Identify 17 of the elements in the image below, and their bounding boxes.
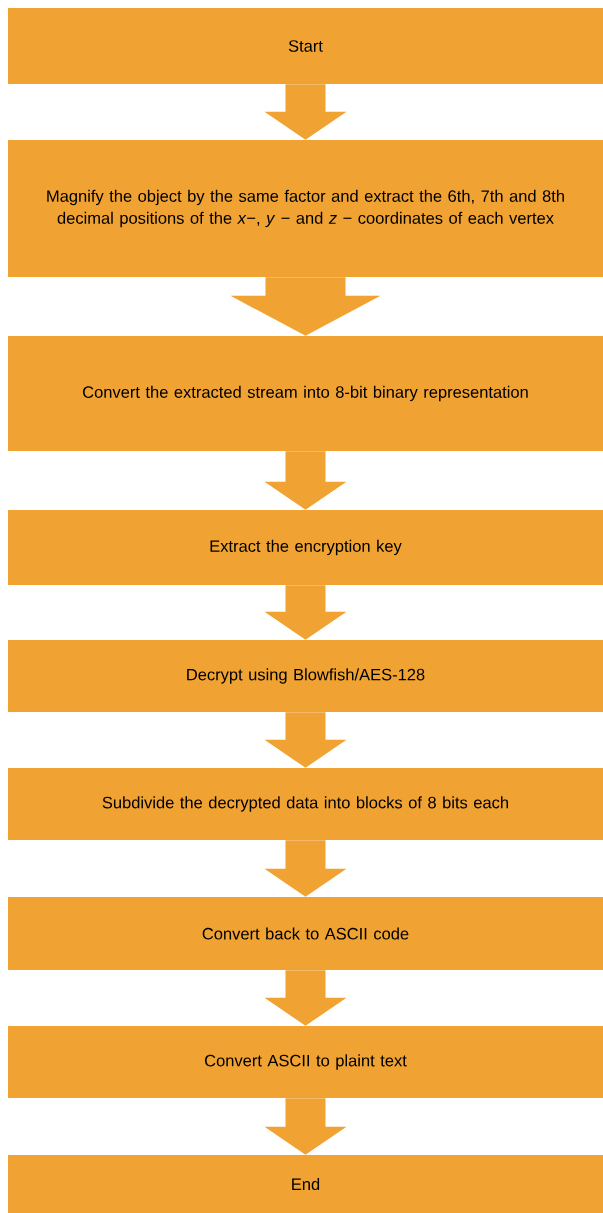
arrow [264, 84, 347, 140]
process-box: Subdivide the decrypted data into blocks of 8 bits each [8, 768, 603, 840]
process-box: Convert back to ASCII code [8, 897, 603, 970]
process-box: Start [8, 8, 603, 84]
arrow [264, 1098, 347, 1155]
process-box: Magnify the object by the same factor and extract the 6th, 7th and 8th decimal positions of the x−, y − and z − coordinates of each vertex [8, 140, 603, 277]
arrow [264, 451, 347, 510]
process-box: Convert the extracted stream into 8-bit binary representation [8, 336, 603, 451]
arrow [264, 712, 347, 768]
arrow [264, 840, 347, 897]
arrow [264, 585, 347, 640]
process-box: End [8, 1155, 603, 1213]
arrow [264, 970, 347, 1026]
process-box: Convert ASCII to plaint text [8, 1026, 603, 1098]
process-box: Decrypt using Blowfish/AES-128 [8, 640, 603, 712]
arrow [230, 277, 381, 336]
process-box: Extract the encryption key [8, 510, 603, 585]
